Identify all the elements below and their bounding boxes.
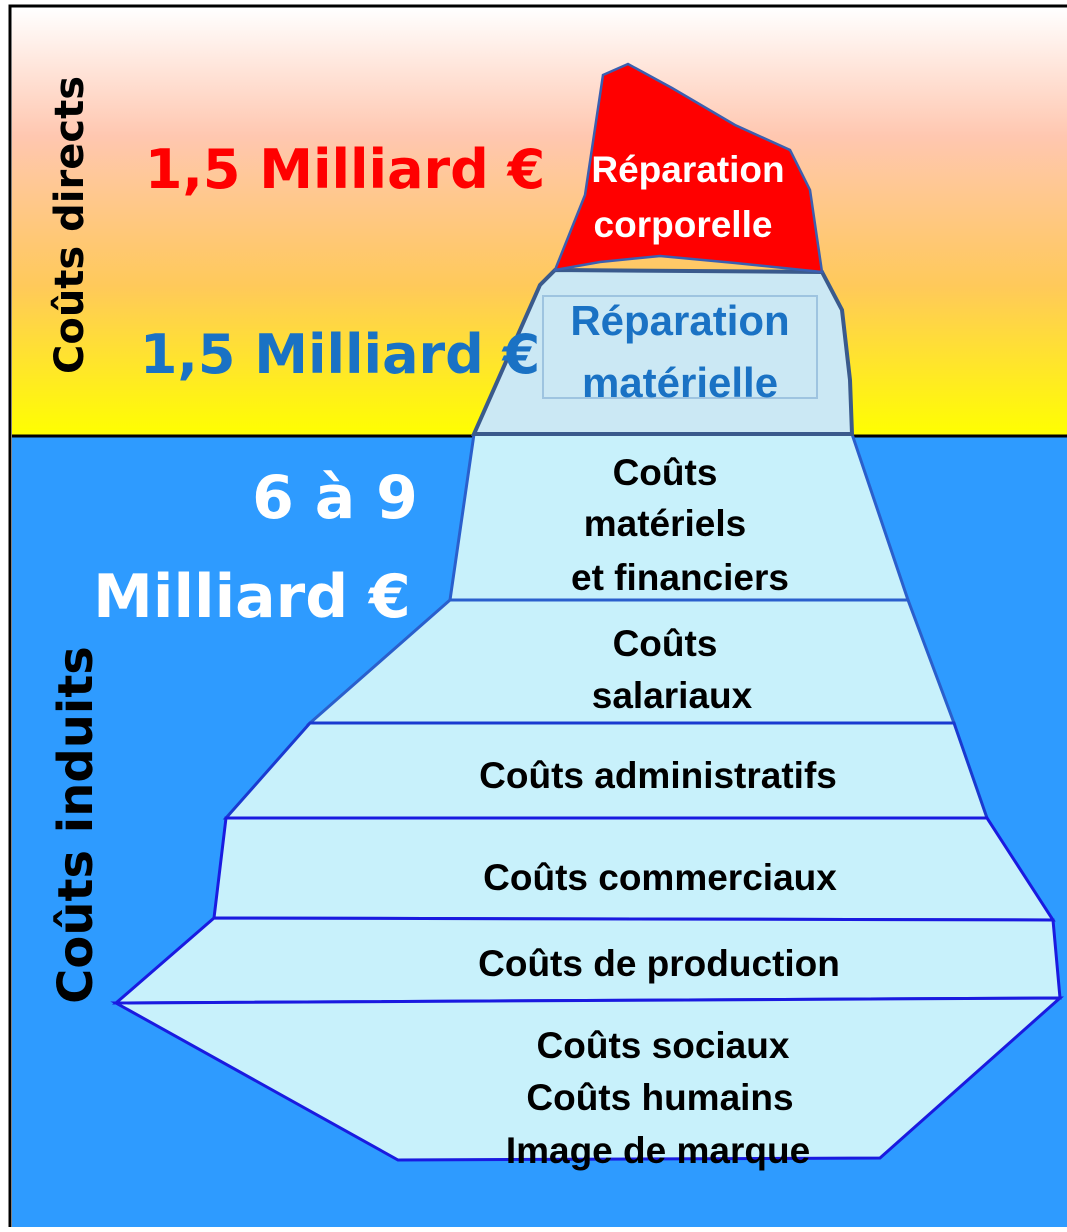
iceberg-tip-corporelle <box>553 62 824 274</box>
layer-1-line3: et financiers <box>571 557 789 598</box>
iceberg-block-materielle <box>470 267 855 436</box>
tip-label-line2: corporelle <box>594 204 773 245</box>
layer-2-line2: salariaux <box>592 675 753 716</box>
amount-direct-corporelle: 1,5 Milliard € <box>145 138 545 201</box>
block-label-line2: matérielle <box>582 359 778 406</box>
block-label-box <box>542 295 818 399</box>
side-label-direct: Coûts directs <box>47 76 93 374</box>
layer-6-line1: Coûts sociaux <box>537 1025 790 1066</box>
layer-5-label: Coûts de production <box>478 943 840 984</box>
block-label-line1: Réparation <box>570 297 789 344</box>
iceberg-layer-6 <box>110 996 1064 1162</box>
side-label-induced: Coûts induits <box>48 646 104 1004</box>
amount-direct-materielle: 1,5 Milliard € <box>140 323 540 386</box>
amount-induced-line2: Milliard € <box>93 562 411 632</box>
layer-6-line2: Coûts humains <box>526 1077 793 1118</box>
layer-6-line3: Image de marque <box>506 1130 810 1171</box>
tip-label-line1: Réparation <box>591 149 784 190</box>
layer-3-label: Coûts administratifs <box>479 755 837 796</box>
layer-2-line1: Coûts <box>613 623 718 664</box>
layer-1-line1: Coûts <box>613 452 718 493</box>
layer-1-line2: matériels <box>584 503 747 544</box>
frame-border <box>8 4 1067 1232</box>
layer-4-label: Coûts commerciaux <box>483 857 837 898</box>
amount-induced-line1: 6 à 9 <box>252 463 418 533</box>
